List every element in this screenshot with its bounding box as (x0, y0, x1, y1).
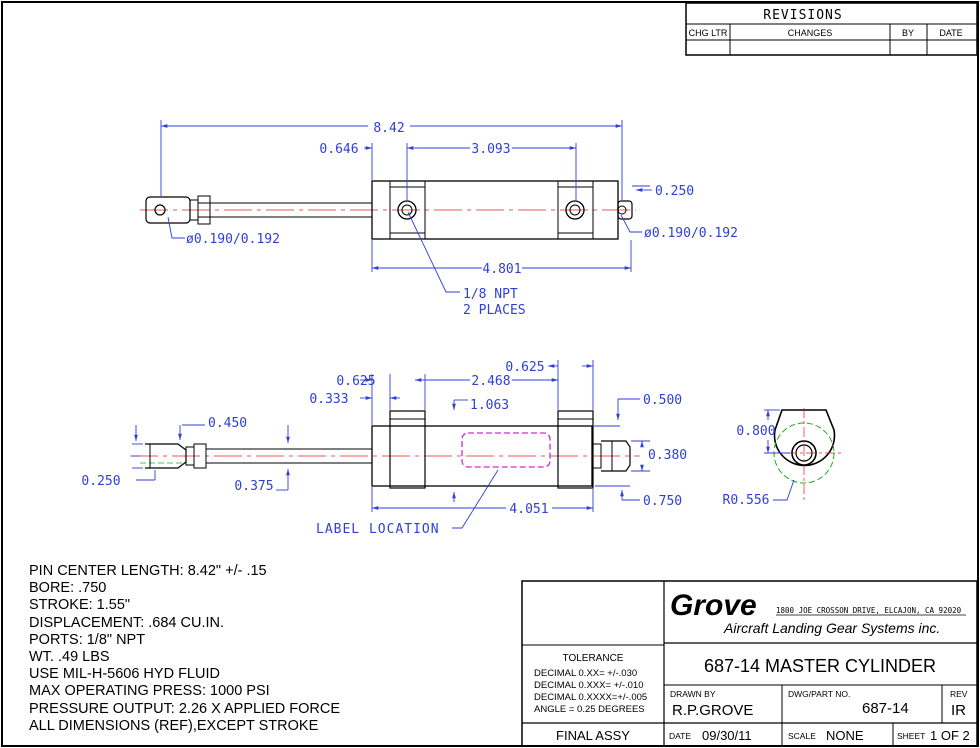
port-note-line1: 1/8 NPT (463, 287, 518, 302)
note-line: USE MIL-H-5606 HYD FLUID (29, 666, 220, 683)
note-line: BORE: .750 (29, 580, 107, 597)
note-line: PRESSURE OUTPUT: 2.26 X APPLIED FORCE (29, 700, 341, 717)
date-value: 09/30/11 (702, 728, 752, 743)
rev-value: IR (951, 702, 966, 719)
dim-0450: 0.450 (208, 416, 247, 431)
drawn-by-label: DRAWN BY (670, 689, 716, 699)
sheet-label: SHEET (897, 731, 925, 741)
dim-0250-side: 0.250 (81, 474, 120, 489)
drawing-title: 687-14 MASTER CYLINDER (704, 656, 936, 676)
tolerance-title: TOLERANCE (563, 653, 624, 664)
part-no-label: DWG/PART NO. (788, 689, 850, 699)
assy-label: FINAL ASSY (556, 728, 630, 743)
tolerance-line-3: DECIMAL 0.XXXX=+/-.005 (534, 692, 647, 703)
dim-right-offset: 0.250 (655, 184, 694, 199)
revisions-block: REVISIONS CHG LTR CHANGES BY DATE (685, 2, 978, 56)
dim-4051: 4.051 (509, 502, 548, 517)
dim-0750: 0.750 (643, 494, 682, 509)
port-note-line2: 2 PLACES (463, 303, 526, 318)
side-view: 0.625 2.468 0.625 0.333 1.063 0.500 0.45… (81, 360, 687, 537)
dim-0800: 0.800 (736, 424, 775, 439)
rev-label: REV (950, 689, 968, 699)
dim-right-pin-dia: ø0.190/0.192 (644, 226, 738, 241)
dim-0625-right: 0.625 (505, 360, 544, 375)
right-end-side (601, 440, 631, 472)
company-logo: Grove (670, 589, 757, 622)
dim-0380: 0.380 (648, 448, 687, 463)
title-block: Grove 1800 JOE CROSSON DRIVE, ELCAJON, C… (521, 580, 978, 747)
scale-label: SCALE (788, 731, 816, 741)
note-line: MAX OPERATING PRESS: 1000 PSI (29, 683, 270, 700)
company-address: 1800 JOE CROSSON DRIVE, ELCAJON, CA 9202… (776, 606, 962, 615)
drawn-by: R.P.GROVE (672, 702, 753, 719)
dim-1063: 1.063 (470, 398, 509, 413)
scale-value: NONE (826, 728, 864, 743)
rev-col-date: DATE (939, 28, 962, 38)
dim-overall-length: 8.42 (373, 121, 404, 136)
port-left-top (397, 200, 417, 220)
part-no: 687-14 (862, 700, 909, 717)
general-notes: PIN CENTER LENGTH: 8.42" +/- .15 BORE: .… (29, 563, 340, 735)
dim-0625-left: 0.625 (336, 374, 375, 389)
dim-2468: 2.468 (471, 374, 510, 389)
note-line: WT. .49 LBS (29, 649, 110, 666)
rev-col-by: BY (902, 28, 914, 38)
date-label: DATE (669, 731, 691, 741)
top-view: 8.42 0.646 3.093 0.250 4.801 ø0.190/0.19… (140, 120, 738, 318)
cylinder-body-side (371, 425, 593, 487)
note-line: DISPLACEMENT: .684 CU.IN. (29, 614, 224, 631)
tolerance-line-1: DECIMAL 0.XX= +/-.030 (534, 668, 637, 679)
dim-port-spacing: 3.093 (471, 142, 510, 157)
revisions-title: REVISIONS (763, 8, 842, 23)
note-line: STROKE: 1.55" (29, 597, 131, 614)
company-tagline: Aircraft Landing Gear Systems inc. (723, 620, 940, 636)
dim-left-offset: 0.646 (319, 142, 358, 157)
label-location-box (461, 432, 551, 468)
tolerance-line-2: DECIMAL 0.XXX= +/-.010 (534, 680, 643, 691)
rev-col-chg-ltr: CHG LTR (689, 28, 728, 38)
dim-left-pin-dia: ø0.190/0.192 (186, 232, 280, 247)
dim-body-length: 4.801 (482, 262, 521, 277)
end-view-outline (773, 409, 836, 467)
sheet-value: 1 OF 2 (930, 728, 970, 743)
dim-0333: 0.333 (309, 392, 348, 407)
port-right-top (565, 200, 585, 220)
dim-0500: 0.500 (643, 393, 682, 408)
dim-radius: R0.556 (723, 493, 770, 508)
label-location-text: LABEL LOCATION (316, 522, 440, 537)
rev-col-changes: CHANGES (788, 28, 833, 38)
note-line: ALL DIMENSIONS (REF),EXCEPT STROKE (29, 717, 319, 734)
note-line: PORTS: 1/8" NPT (29, 631, 146, 648)
tolerance-line-4: ANGLE = 0.25 DEGREES (534, 704, 645, 715)
end-view: 0.800 R0.556 (723, 408, 842, 508)
note-line: PIN CENTER LENGTH: 8.42" +/- .15 (29, 563, 267, 579)
dim-0375: 0.375 (234, 479, 273, 494)
